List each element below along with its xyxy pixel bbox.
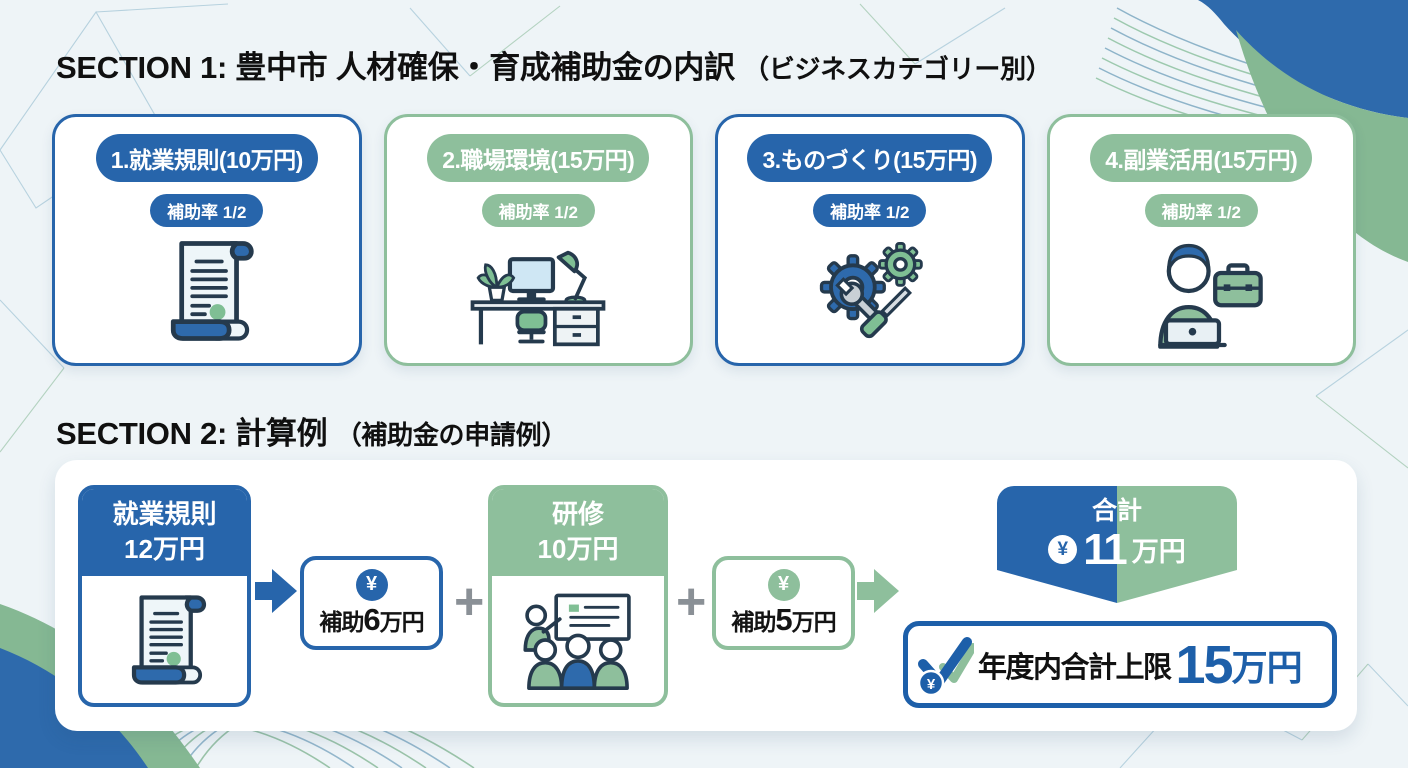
category-title-pill: 1.就業規則(10万円) bbox=[95, 134, 318, 182]
expense-card-header: 就業規則 12万円 bbox=[82, 489, 247, 577]
category-card-4: 4.副業活用(15万円) 補助率 1/2 bbox=[1046, 114, 1356, 366]
section2-title: SECTION 2: 計算例 （補助金の申請例） bbox=[56, 408, 567, 453]
category-card-3: 3.ものづくり(15万円) 補助率 1/2 bbox=[715, 114, 1025, 366]
category-title-pill: 4.副業活用(15万円) bbox=[1090, 134, 1313, 182]
expense-amount: 12万円 bbox=[124, 534, 205, 565]
category-title-pill: 3.ものづくり(15万円) bbox=[747, 134, 993, 182]
svg-text:¥: ¥ bbox=[927, 676, 936, 693]
expense-title: 研修 bbox=[551, 499, 604, 529]
corner-blob-blue-topright bbox=[1198, 0, 1408, 118]
section1-title-main: SECTION 1: 豊中市 人材確保・育成補助金の内訳 bbox=[56, 50, 735, 85]
subsidy-rate-pill: 補助率 1/2 bbox=[813, 194, 927, 227]
calculation-example-panel: 就業規則 12万円 ¥ 補助6万円 + 研修 10万円 + ¥ 補助5万円 bbox=[55, 460, 1357, 731]
section1-title-sub: （ビジネスカテゴリー別） bbox=[743, 54, 1052, 84]
scroll-document-icon bbox=[82, 576, 247, 703]
annual-cap-box: ¥ 年度内合計上限 15 万円 bbox=[903, 621, 1337, 708]
arrow-right-icon bbox=[857, 569, 899, 613]
plus-sign: + bbox=[454, 573, 485, 631]
expense-card-training: 研修 10万円 bbox=[488, 485, 668, 707]
expense-card-workrules: 就業規則 12万円 bbox=[78, 485, 251, 707]
total-label: 合計 bbox=[1091, 496, 1142, 525]
subsidy-amount-text: 補助5万円 bbox=[731, 601, 836, 637]
expense-title: 就業規則 bbox=[112, 499, 217, 529]
category-card-2: 2.職場環境(15万円) 補助率 1/2 bbox=[383, 114, 693, 366]
section2-title-main: SECTION 2: 計算例 bbox=[56, 416, 328, 451]
desk-workspace-icon bbox=[463, 227, 613, 363]
expense-card-header: 研修 10万円 bbox=[492, 489, 664, 577]
checkmark-yen-icon: ¥ bbox=[917, 636, 974, 696]
annual-cap-label: 年度内合計上限 bbox=[978, 651, 1172, 684]
subsidy-rate-pill: 補助率 1/2 bbox=[150, 194, 264, 227]
yen-circle-icon: ¥ bbox=[1048, 535, 1078, 564]
total-banner-text: 合計 ¥ 11 万円 bbox=[997, 486, 1237, 574]
subsidy-amount-text: 補助6万円 bbox=[319, 601, 424, 637]
annual-cap-unit: 万円 bbox=[1231, 646, 1303, 688]
section2-title-sub: （補助金の申請例） bbox=[335, 420, 568, 450]
expense-amount: 10万円 bbox=[537, 534, 619, 565]
training-icon bbox=[492, 576, 664, 703]
yen-circle-icon: ¥ bbox=[355, 568, 388, 601]
category-title-pill: 2.職場環境(15万円) bbox=[427, 134, 650, 182]
subsidy-amount-box-5: ¥ 補助5万円 bbox=[712, 556, 855, 650]
gears-tools-icon bbox=[808, 227, 932, 363]
total-banner-shape bbox=[997, 486, 1237, 603]
total-amount: 11 bbox=[1083, 524, 1127, 574]
person-laptop-icon bbox=[1130, 227, 1272, 363]
subsidy-rate-pill: 補助率 1/2 bbox=[481, 194, 595, 227]
annual-cap-amount: 15 bbox=[1175, 634, 1234, 695]
total-unit: 万円 bbox=[1131, 537, 1186, 567]
category-card-1: 1.就業規則(10万円) 補助率 1/2 bbox=[52, 114, 362, 366]
subsidy-amount-box-6: ¥ 補助6万円 bbox=[300, 556, 443, 650]
section1-title: SECTION 1: 豊中市 人材確保・育成補助金の内訳 （ビジネスカテゴリー別… bbox=[56, 42, 1052, 87]
arrow-right-icon bbox=[255, 569, 297, 613]
yen-circle-icon: ¥ bbox=[767, 568, 800, 601]
plus-sign: + bbox=[676, 573, 707, 631]
category-cards-row: 1.就業規則(10万円) 補助率 1/2 2.職場環境(15万円) 補助率 1/… bbox=[52, 114, 1356, 366]
scroll-document-icon bbox=[154, 227, 260, 363]
total-banner: 合計 ¥ 11 万円 bbox=[997, 486, 1237, 608]
subsidy-rate-pill: 補助率 1/2 bbox=[1144, 194, 1258, 227]
